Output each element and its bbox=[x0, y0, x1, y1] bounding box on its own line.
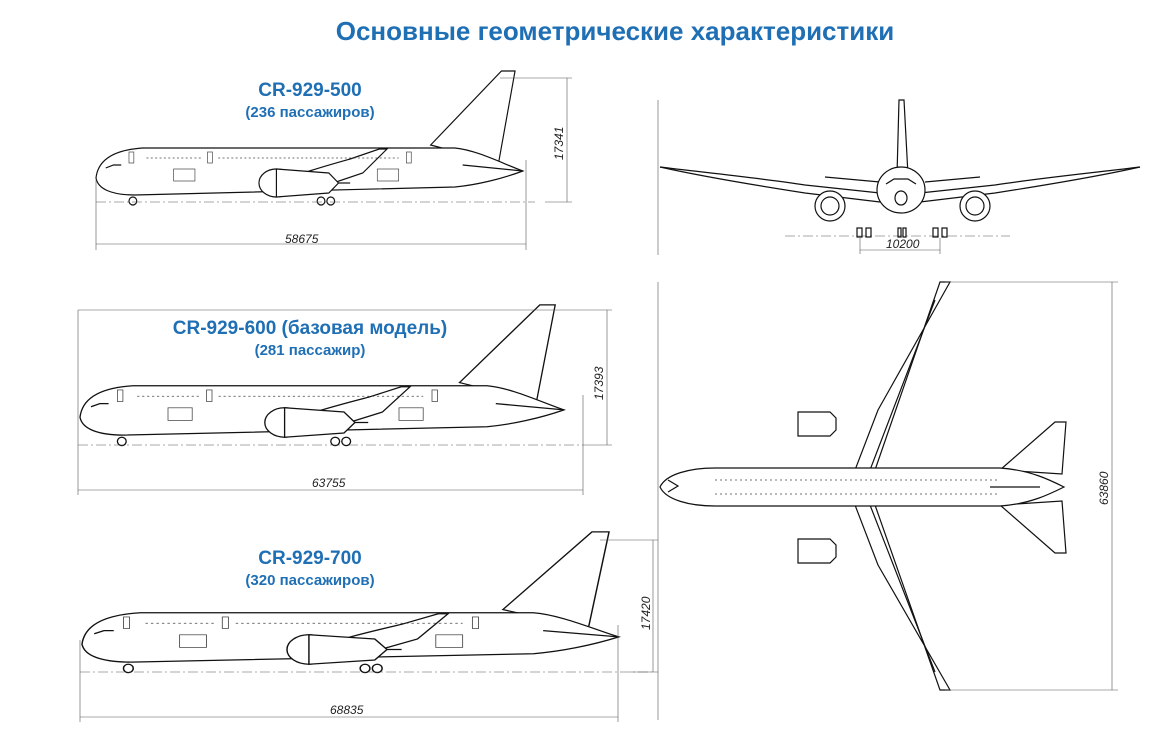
top-view: 63860 bbox=[657, 281, 1118, 720]
variant-600-passengers: (281 пассажир) bbox=[254, 342, 366, 359]
length-600: 63755 bbox=[312, 476, 346, 490]
variant-500-label: CR-929-500 (236 пассажиров) bbox=[200, 80, 420, 121]
variant-700-passengers: (320 пассажиров) bbox=[245, 572, 375, 589]
height-500: 17341 bbox=[552, 127, 566, 160]
wingspan: 63860 bbox=[1097, 471, 1111, 505]
side-view-500: 58675 17341 bbox=[95, 70, 572, 250]
variant-700-model: CR-929-700 bbox=[258, 548, 362, 569]
length-700: 68835 bbox=[330, 703, 364, 717]
height-600: 17393 bbox=[592, 366, 606, 400]
track-width: 10200 bbox=[886, 237, 920, 251]
variant-500-model: CR-929-500 bbox=[258, 80, 362, 101]
front-view: 10200 bbox=[657, 99, 1141, 255]
variant-600-model: CR-929-600 (базовая модель) bbox=[172, 318, 448, 339]
variant-700-label: CR-929-700 (320 пассажиров) bbox=[200, 548, 420, 589]
length-500: 58675 bbox=[285, 232, 319, 246]
side-view-600: 63755 17393 bbox=[77, 304, 612, 495]
variant-500-passengers: (236 пассажиров) bbox=[245, 104, 375, 121]
side-view-700: 68835 17420 bbox=[79, 531, 658, 722]
variant-600-label: CR-929-600 (базовая модель) (281 пассажи… bbox=[110, 318, 510, 359]
page-title: Основные геометрические характеристики bbox=[335, 16, 895, 46]
height-700: 17420 bbox=[639, 596, 653, 630]
